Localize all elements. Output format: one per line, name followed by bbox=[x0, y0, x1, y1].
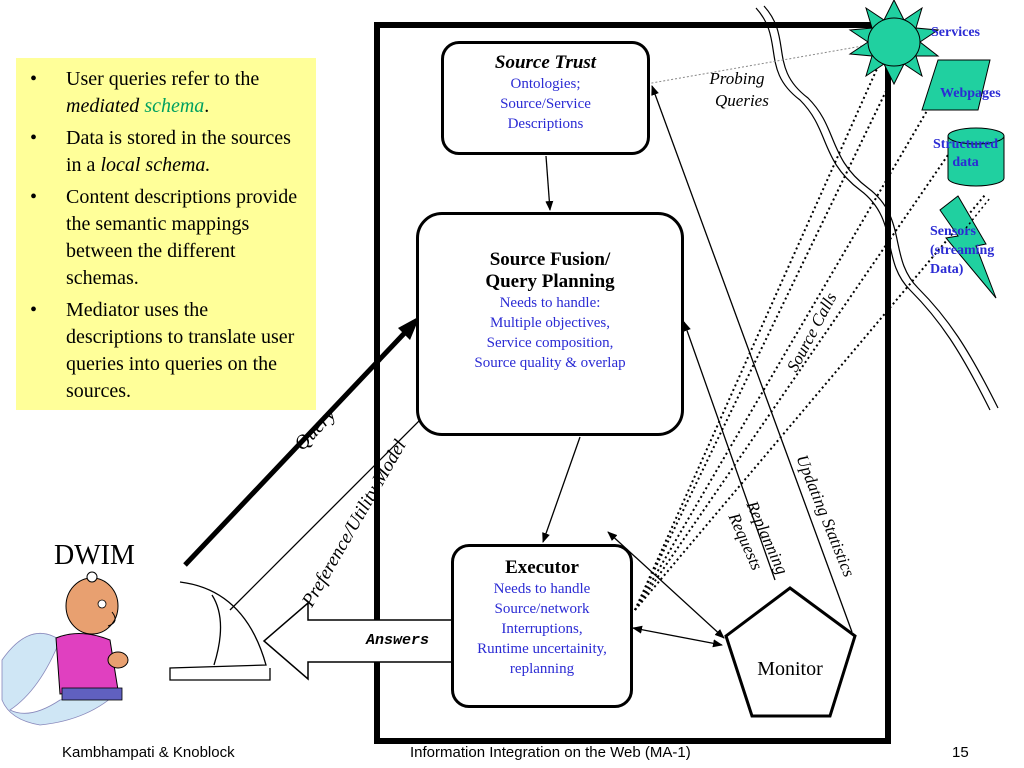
executor-line-5: replanning bbox=[509, 661, 575, 677]
sensors-label: Sensors (streaming Data) bbox=[930, 224, 995, 277]
fusion-title-line-1: Source Fusion/ bbox=[489, 249, 611, 270]
note-bullet-1: User queries refer to the mediated schem… bbox=[16, 66, 306, 120]
executor-line-4: Runtime uncertainity, bbox=[477, 641, 607, 657]
fusion-line-1: Needs to handle: bbox=[499, 295, 601, 311]
sensor-dotted-line bbox=[965, 197, 991, 229]
notes-panel: User queries refer to the mediated schem… bbox=[16, 58, 316, 410]
fusion-to-executor-arrow bbox=[542, 436, 581, 543]
executor-monitor-arrow-2 bbox=[632, 625, 723, 648]
source-calls-lines bbox=[634, 61, 986, 611]
replanning-requests-arrow bbox=[683, 321, 776, 581]
page-number: 15 bbox=[952, 744, 969, 761]
probing-queries-line bbox=[611, 44, 869, 91]
query-arrowhead bbox=[398, 316, 420, 340]
fusion-line-3: Service composition, bbox=[486, 335, 614, 351]
user-person-icon bbox=[1, 571, 129, 726]
webpages-label: Webpages bbox=[940, 86, 1001, 101]
network-boundary-line bbox=[755, 7, 991, 411]
source-trust-line-2: Source/Service bbox=[500, 96, 591, 112]
monitor-pentagon bbox=[724, 586, 857, 718]
executor-box: Executor Needs to handle Source/network … bbox=[451, 544, 633, 708]
answers-label: Answers bbox=[366, 632, 430, 649]
answers-arrow bbox=[262, 601, 456, 681]
probing-queries-label: Probing Queries bbox=[709, 69, 769, 110]
services-sun-icon bbox=[848, 0, 940, 86]
note-bullet-3: Content descriptions provide the semanti… bbox=[16, 184, 306, 292]
updating-statistics-arrow bbox=[651, 85, 853, 633]
source-trust-line-3: Descriptions bbox=[507, 116, 584, 132]
monitor-label: Monitor bbox=[757, 658, 823, 680]
note-bullet-4: Mediator uses the descriptions to transl… bbox=[16, 297, 306, 405]
footer-title: Information Integration on the Web (MA-1… bbox=[410, 744, 691, 761]
source-trust-box: Source Trust Ontologies; Source/Service … bbox=[441, 41, 650, 155]
services-label: Services bbox=[931, 25, 980, 40]
sensor-lightning-icon bbox=[939, 195, 997, 299]
footer-authors: Kambhampati & Knoblock bbox=[62, 744, 235, 761]
note-bullet-2: Data is stored in the sources in a local… bbox=[16, 125, 306, 179]
dwim-label: DWIM bbox=[54, 540, 135, 571]
dish-icon bbox=[169, 581, 271, 681]
preference-arrow bbox=[229, 391, 449, 611]
webpages-icon bbox=[921, 59, 991, 111]
executor-line-3: Interruptions, bbox=[501, 621, 583, 637]
fusion-line-2: Multiple objectives, bbox=[490, 315, 610, 331]
fusion-title-line-2: Query Planning bbox=[485, 271, 615, 292]
executor-line-2: Source/network bbox=[494, 601, 590, 617]
fusion-line-4: Source quality & overlap bbox=[474, 355, 626, 371]
database-cylinder-icon bbox=[947, 127, 1005, 187]
network-boundary-line-2 bbox=[763, 5, 999, 409]
mediator-frame bbox=[374, 22, 891, 744]
structured-data-label: Structured data bbox=[933, 137, 999, 170]
source-fusion-box: Source Fusion/ Query Planning Needs to h… bbox=[416, 212, 684, 436]
trust-to-fusion-arrow bbox=[545, 155, 554, 211]
executor-title: Executor bbox=[505, 557, 579, 578]
source-trust-line-1: Ontologies; bbox=[510, 76, 581, 92]
query-arrow bbox=[183, 320, 417, 567]
executor-line-1: Needs to handle bbox=[493, 581, 591, 597]
source-trust-title: Source Trust bbox=[494, 52, 597, 73]
